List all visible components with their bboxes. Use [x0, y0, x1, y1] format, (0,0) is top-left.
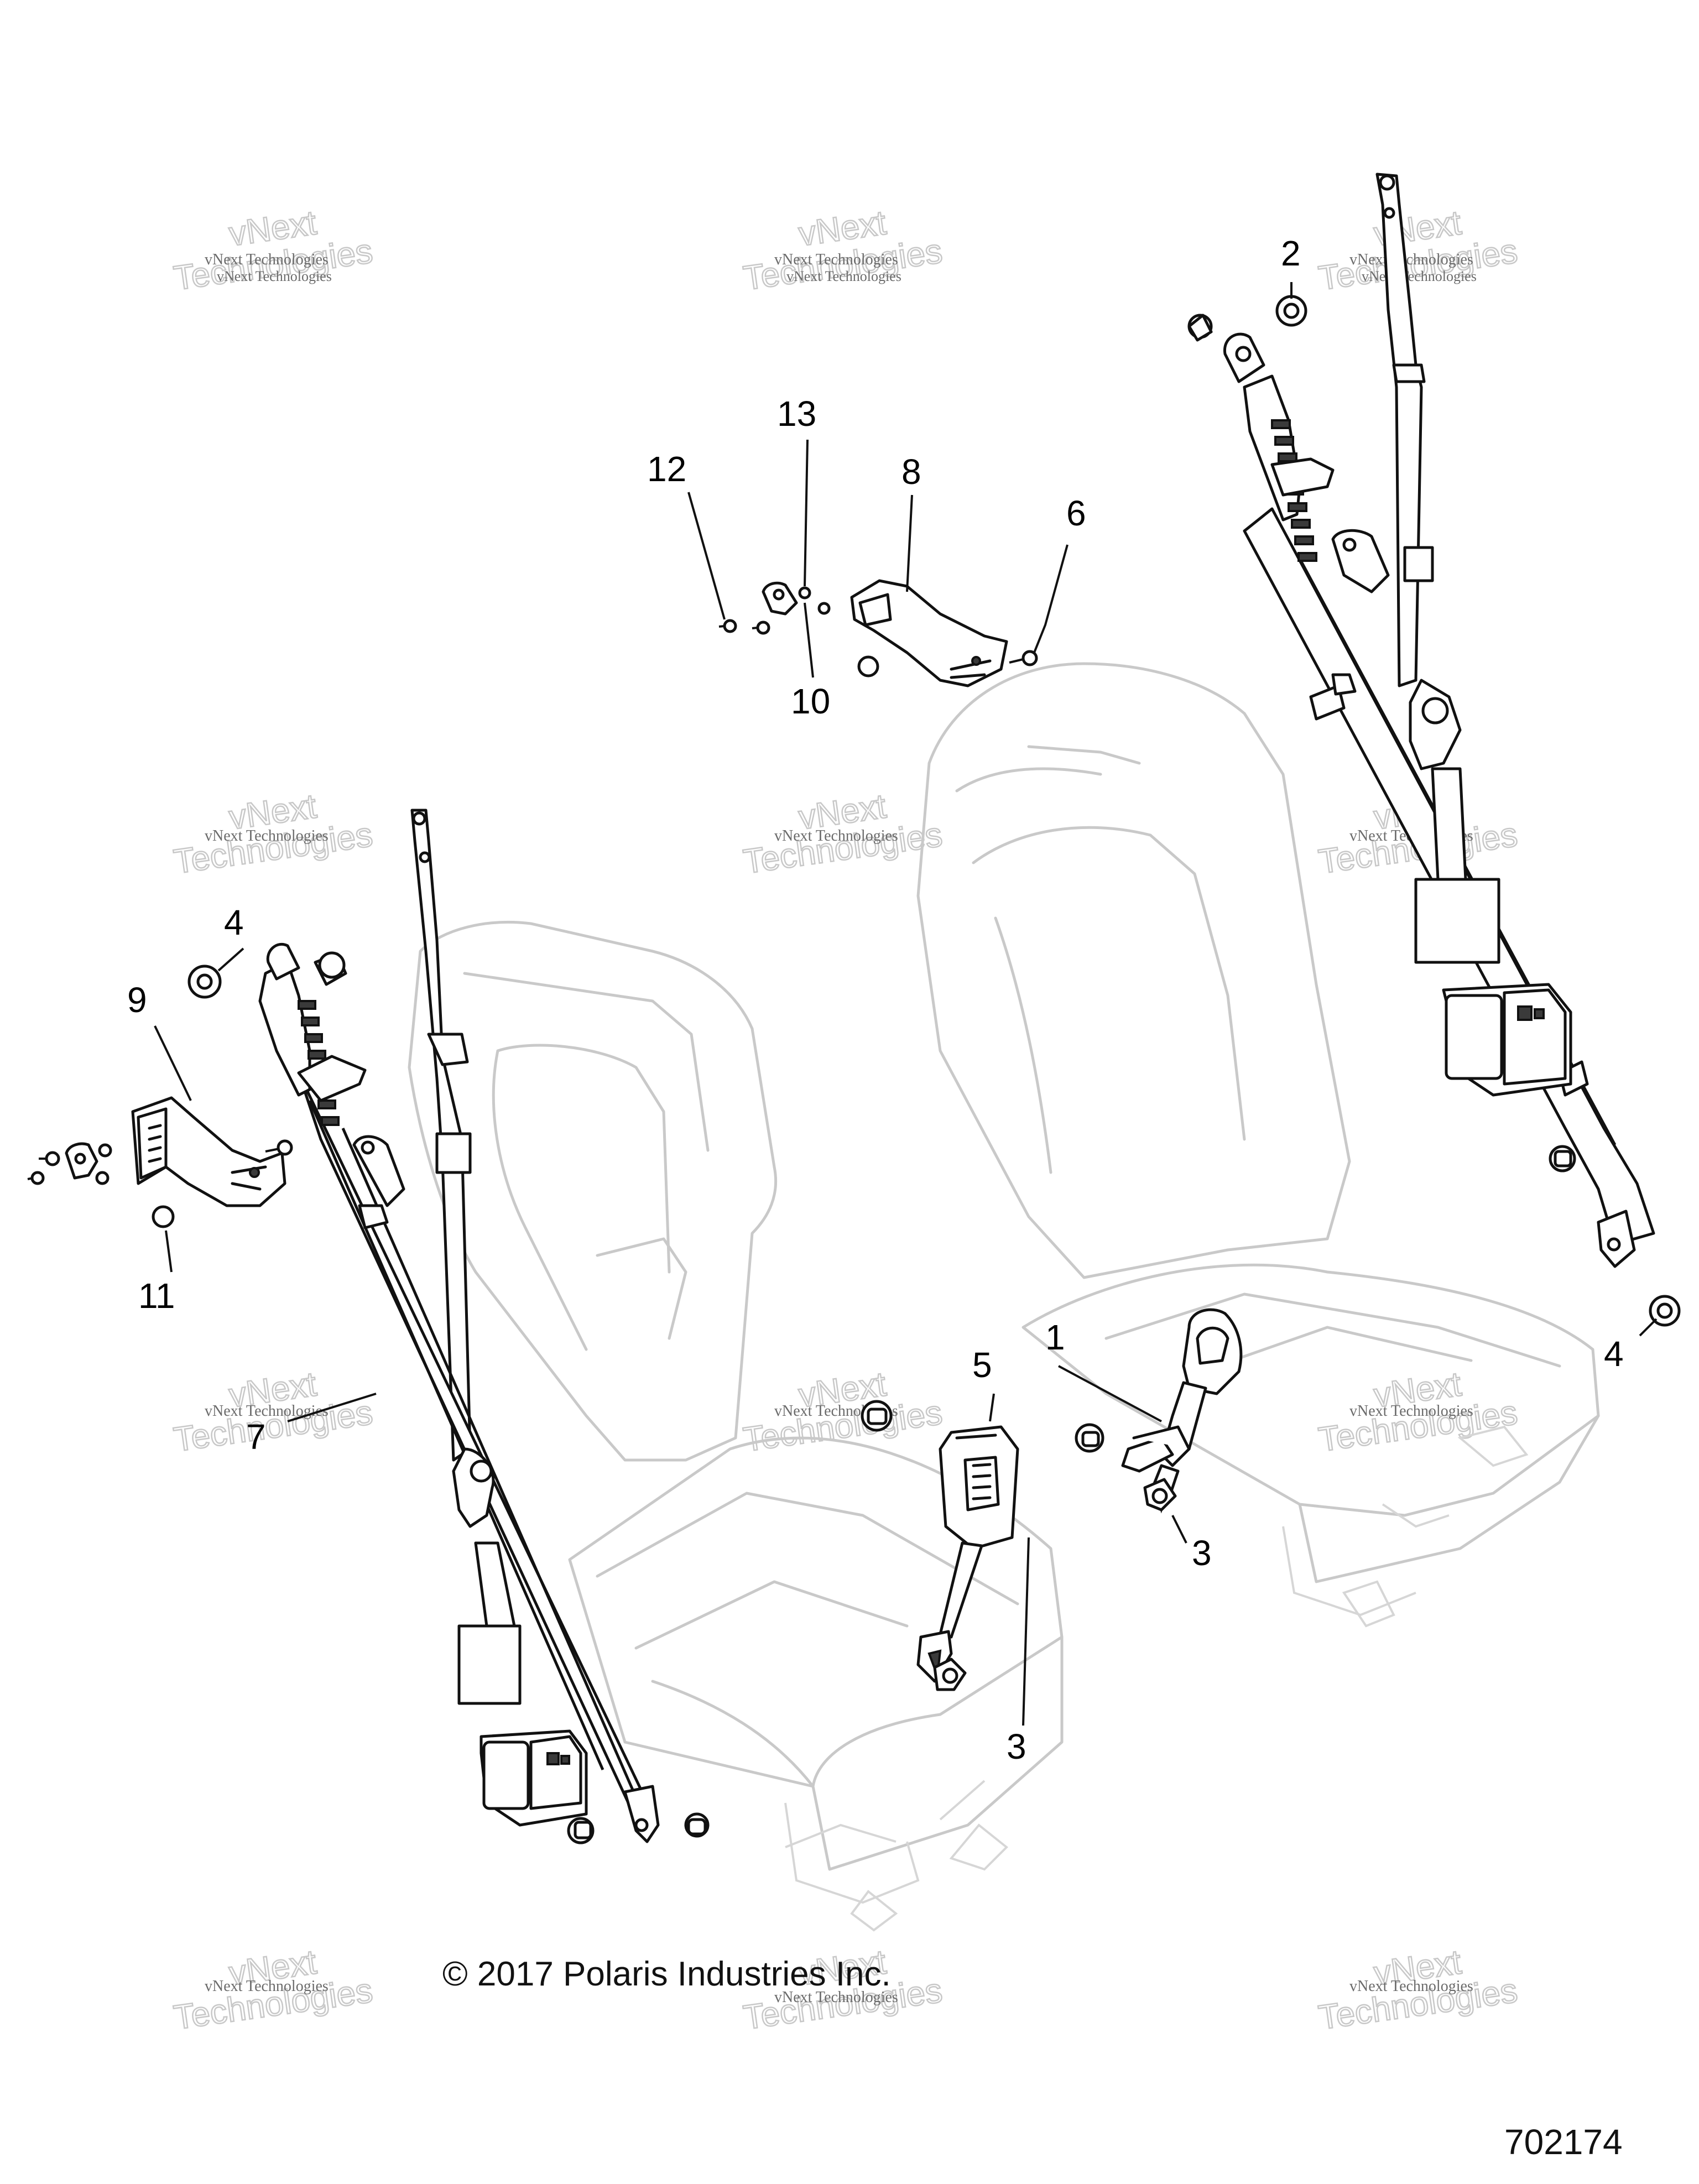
- bolt-icon: [933, 1657, 967, 1691]
- callout-3-lower: 3: [1007, 1727, 1026, 1766]
- bolt-icon: [1187, 314, 1213, 342]
- leader-lines: [154, 282, 1658, 1726]
- callout-4-left: 4: [224, 903, 244, 942]
- svg-text:vNext Technologies: vNext Technologies: [1349, 1403, 1473, 1420]
- callout-10: 10: [791, 681, 830, 721]
- bolt-icon: [1143, 1478, 1177, 1511]
- svg-text:vNext Technologies: vNext Technologies: [1349, 251, 1473, 268]
- callout-3: 3: [1192, 1533, 1212, 1573]
- bolt-icon: [752, 621, 770, 635]
- nut-icon: [98, 1143, 112, 1158]
- bolt-icon: [265, 1139, 293, 1156]
- bracket-plate-left: [65, 1142, 98, 1180]
- nut-icon: [798, 586, 811, 600]
- callout-5: 5: [972, 1345, 992, 1385]
- seat-belt-buckle-left: [916, 1425, 1019, 1683]
- bolt-icon: [27, 1171, 45, 1185]
- bolt-icon: [718, 619, 737, 633]
- bolt-icon: [1075, 1423, 1104, 1453]
- bolt-icon: [861, 1400, 893, 1432]
- svg-text:vNext Technologies: vNext Technologies: [205, 827, 329, 845]
- document-number: 702174: [1504, 2122, 1623, 2162]
- svg-text:vNext Technologies: vNext Technologies: [774, 1989, 898, 2006]
- seat-right: [916, 662, 1600, 1628]
- nut-icon: [187, 965, 222, 999]
- svg-text:vNext Technologies: vNext Technologies: [205, 1978, 329, 1995]
- callout-1: 1: [1045, 1317, 1065, 1357]
- bolt-icon: [1009, 650, 1038, 666]
- callout-8: 8: [901, 452, 921, 492]
- seat-belt-retractor-right: [1223, 173, 1655, 1268]
- nut-icon: [857, 655, 879, 677]
- bracket-left: [131, 1096, 286, 1207]
- svg-text:vNext Technologies: vNext Technologies: [774, 827, 898, 845]
- bolt-icon: [567, 1817, 595, 1844]
- belt-adjuster-teeth: [1271, 419, 1317, 562]
- bolt-icon: [314, 951, 347, 986]
- callout-2: 2: [1281, 233, 1301, 273]
- svg-text:vNext Technologies: vNext Technologies: [205, 1403, 329, 1420]
- callout-labels: 1 2 3 3 4 4 5 6 7 8 9 10 11 12 13: [127, 233, 1624, 1766]
- svg-text:vNext Technologies: vNext Technologies: [217, 268, 332, 284]
- callout-11: 11: [138, 1276, 175, 1316]
- svg-text:vNext Technologies: vNext Technologies: [1349, 1978, 1473, 1995]
- bolt-icon: [39, 1151, 60, 1166]
- callout-7: 7: [246, 1417, 266, 1457]
- seat-left: [408, 921, 1064, 1932]
- seat-belt-retractor-left: [258, 809, 710, 1844]
- copyright-text: © 2017 Polaris Industries Inc.: [442, 1955, 891, 1993]
- callout-13: 13: [777, 394, 816, 434]
- nut-icon: [1649, 1295, 1681, 1327]
- callout-12: 12: [647, 449, 686, 489]
- bolt-icon: [684, 1812, 710, 1838]
- seat-belt-buckle-right: [1121, 1308, 1243, 1514]
- callout-9: 9: [127, 980, 147, 1020]
- svg-text:vNext Technologies: vNext Technologies: [786, 268, 901, 284]
- bolt-icon: [1549, 1145, 1576, 1172]
- svg-text:vNext Technologies: vNext Technologies: [1362, 268, 1477, 284]
- callout-4-right: 4: [1604, 1334, 1624, 1374]
- nut-icon: [817, 602, 831, 615]
- nut-icon: [95, 1171, 110, 1185]
- callout-6: 6: [1066, 493, 1086, 533]
- watermark: vNext Technologies: [741, 203, 946, 299]
- nut-icon: [152, 1205, 175, 1228]
- svg-text:vNext Technologies: vNext Technologies: [774, 251, 898, 268]
- svg-text:vNext Technologies: vNext Technologies: [205, 251, 329, 268]
- nut-icon: [1275, 295, 1307, 327]
